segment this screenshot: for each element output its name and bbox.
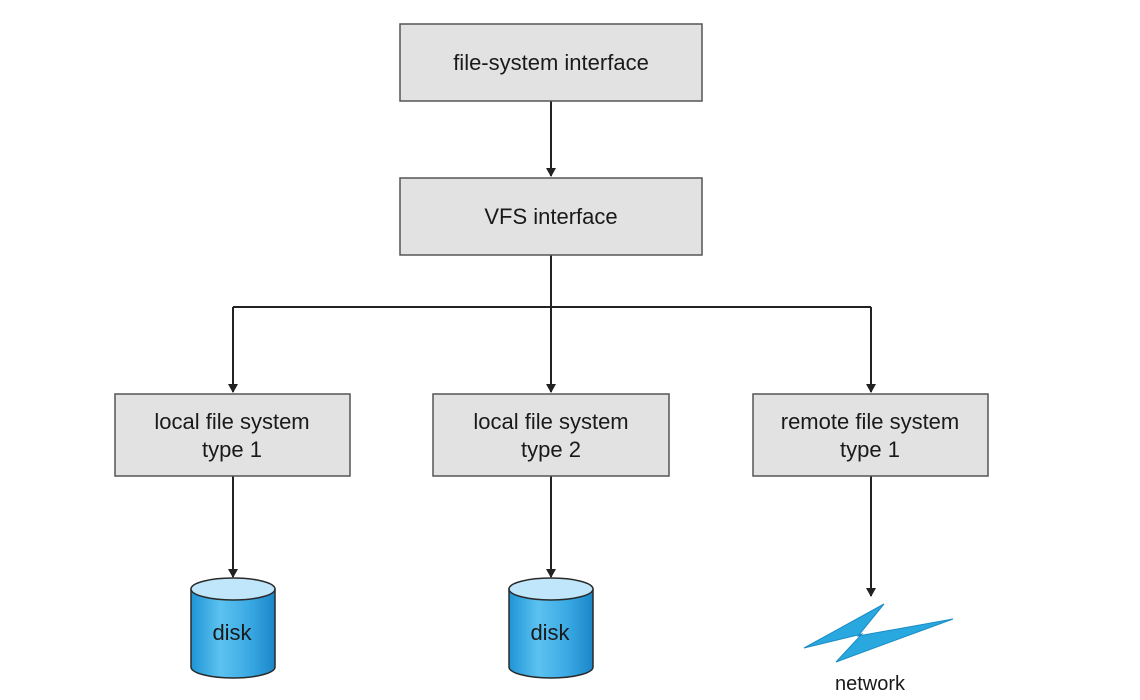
local-fs-type-1-box: local file system type 1	[114, 393, 351, 477]
local-fs-1-label-line1: local file system	[154, 409, 309, 434]
local-fs-2-label-line2: type 2	[521, 437, 581, 462]
network-label: network	[835, 673, 906, 695]
fs-interface-label: file-system interface	[453, 50, 649, 75]
remote-fs-1-label-line1: remote file system	[781, 409, 960, 434]
vfs-interface-label: VFS interface	[484, 204, 617, 229]
vfs-interface-box: VFS interface	[399, 177, 703, 256]
network-lightning-icon	[803, 603, 954, 663]
disk-icon: disk	[190, 577, 276, 679]
remote-fs-1-label-line2: type 1	[840, 437, 900, 462]
remote-fs-type-1-box: remote file system type 1	[752, 393, 989, 477]
disk-icon: disk	[508, 577, 594, 679]
disk-2-label: disk	[530, 620, 570, 645]
local-fs-2-label-line1: local file system	[473, 409, 628, 434]
fs-interface-box: file-system interface	[399, 23, 703, 102]
disk-1-label: disk	[212, 620, 252, 645]
connectors	[228, 101, 876, 597]
local-fs-1-label-line2: type 1	[202, 437, 262, 462]
local-fs-type-2-box: local file system type 2	[432, 393, 670, 477]
